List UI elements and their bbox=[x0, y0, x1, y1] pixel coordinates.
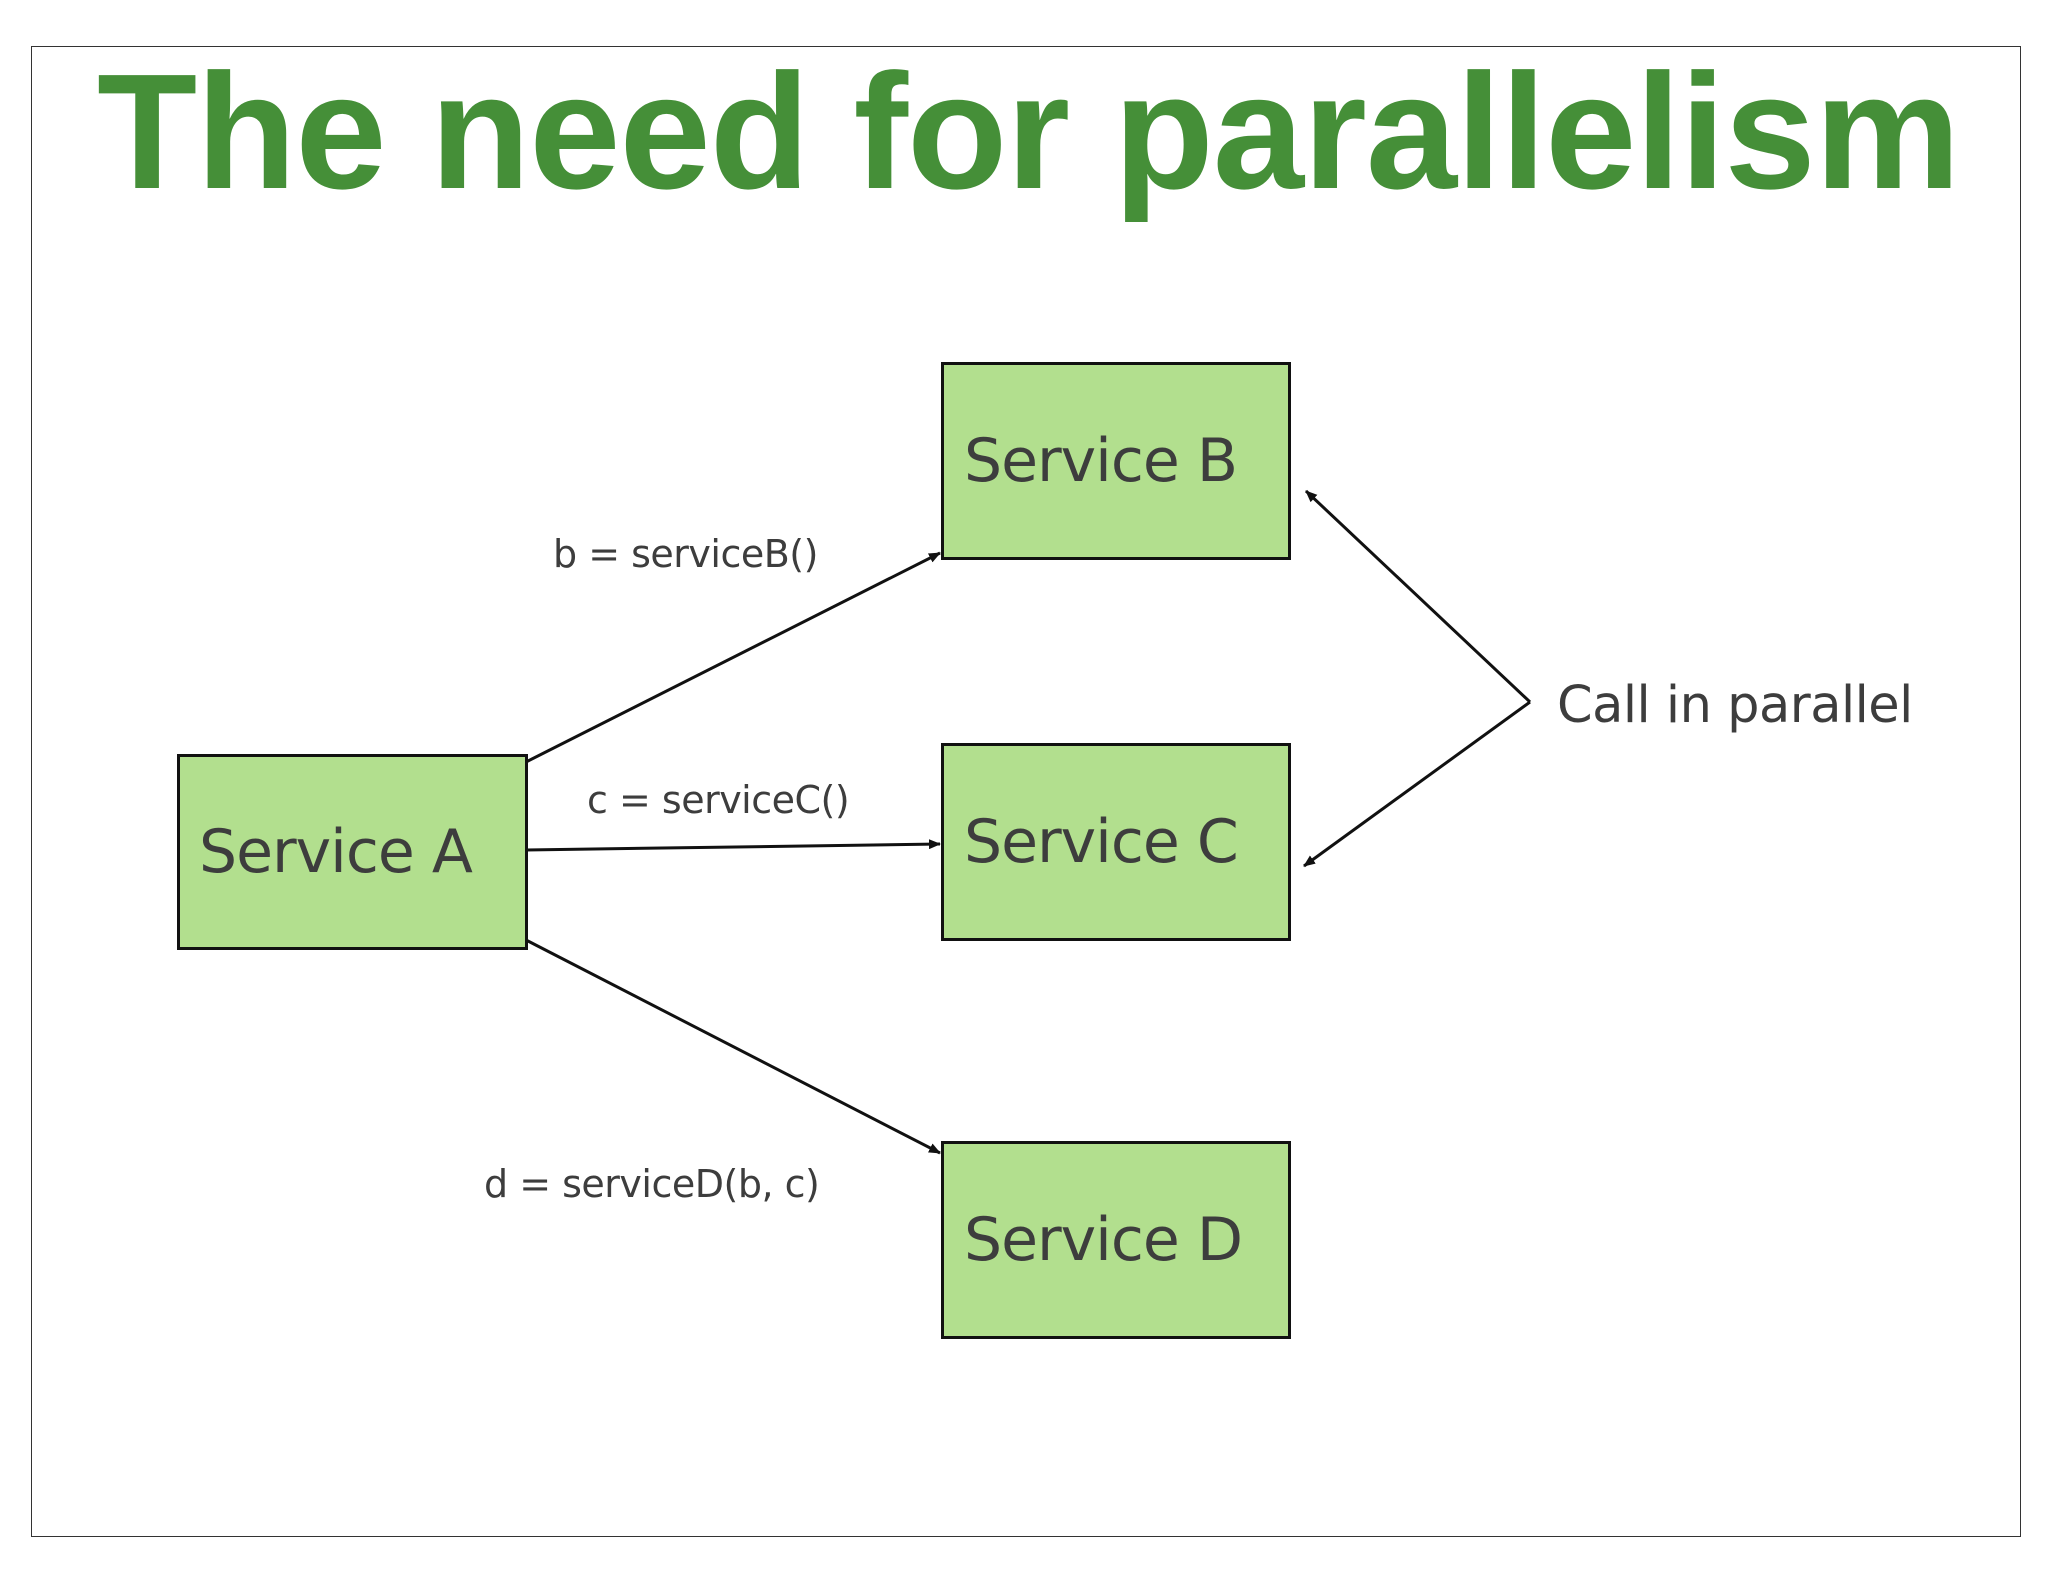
arrow-parallel-to-b bbox=[1304, 489, 1532, 704]
node-service-b-label: Service B bbox=[964, 426, 1238, 496]
arrow-a-to-d bbox=[525, 938, 941, 1155]
node-service-a: Service A bbox=[177, 754, 528, 950]
arrow-a-to-c bbox=[525, 839, 941, 852]
edge-label-a-to-c: c = serviceC() bbox=[587, 778, 850, 822]
node-service-c-label: Service C bbox=[964, 807, 1239, 877]
parallel-annotation: Call in parallel bbox=[1557, 676, 1913, 735]
node-service-b: Service B bbox=[941, 362, 1291, 560]
edge-label-a-to-b: b = serviceB() bbox=[553, 532, 818, 576]
node-service-d: Service D bbox=[941, 1141, 1291, 1339]
slide-title: The need for parallelism bbox=[97, 40, 1961, 223]
arrow-a-to-b bbox=[525, 551, 941, 764]
node-service-c: Service C bbox=[941, 743, 1291, 941]
node-service-a-label: Service A bbox=[199, 817, 473, 887]
arrow-parallel-to-c bbox=[1303, 700, 1531, 868]
node-service-d-label: Service D bbox=[964, 1205, 1243, 1275]
edge-label-a-to-d: d = serviceD(b, c) bbox=[484, 1162, 820, 1206]
